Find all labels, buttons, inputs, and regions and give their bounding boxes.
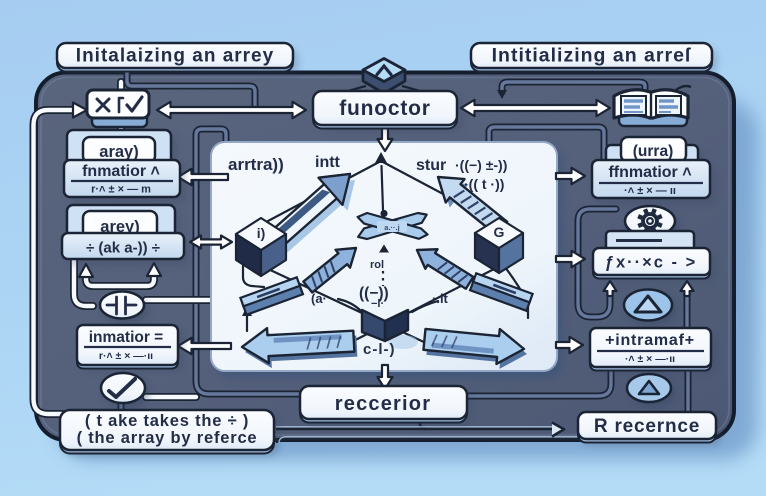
svg-text:(urra): (urra) <box>633 143 673 160</box>
svg-text:·((−) ±-)): ·((−) ±-)) <box>455 157 507 173</box>
svg-text:+intramaf+: +intramaf+ <box>605 332 695 349</box>
svg-text:(a·: (a· <box>311 291 327 306</box>
svg-text:R recernce: R recernce <box>594 416 700 437</box>
svg-text:rol: rol <box>370 259 384 271</box>
svg-text:aray): aray) <box>99 143 138 161</box>
svg-text:Initalaizing an arrey: Initalaizing an arrey <box>76 46 274 67</box>
svg-text:stur: stur <box>416 157 446 174</box>
svg-text:fnmatior ˄: fnmatior ˄ <box>82 163 160 180</box>
svg-text:( t ake takes the ÷ ): ( t ake takes the ÷ ) <box>85 412 249 430</box>
svg-text:G: G <box>494 224 505 240</box>
svg-text:ffnmatior ˄: ffnmatior ˄ <box>608 164 691 181</box>
svg-text:·.it: ·.it <box>432 291 449 306</box>
svg-text:a.··.j: a.··.j <box>384 223 399 232</box>
svg-text:·(( t ·)): ·(( t ·)) <box>464 176 504 192</box>
svg-text:r·˄ ± × — m: r·˄ ± × — m <box>91 184 151 196</box>
svg-text:funoctor: funoctor <box>339 97 431 120</box>
svg-text:reccerior: reccerior <box>335 393 431 415</box>
svg-text:intt: intt <box>315 154 341 171</box>
svg-text:·˄ ± × —·ıı: ·˄ ± × —·ıı <box>625 353 675 365</box>
svg-text:( the array by referce: ( the array by referce <box>77 429 258 447</box>
svg-text:r·˄ ± × —·ıı: r·˄ ± × —·ıı <box>99 350 153 362</box>
svg-text:c-l-): c-l-) <box>363 341 396 358</box>
svg-text:Intitializing an arreſ: Intitializing an arreſ <box>492 45 692 67</box>
svg-text:−l·: −l· <box>371 298 384 310</box>
svg-text:arey): arey) <box>100 218 139 236</box>
svg-text:÷ (ak a-)) ÷: ÷ (ak a-)) ÷ <box>86 240 160 257</box>
svg-text:ƒx··×c - ˃: ƒx··×c - ˃ <box>605 254 697 272</box>
svg-text:((−)): ((−)) <box>359 285 389 302</box>
svg-text:i): i) <box>257 225 266 241</box>
svg-text:inmatior =: inmatior = <box>89 329 164 346</box>
svg-text:arrtra)): arrtra)) <box>228 155 284 174</box>
svg-text:·˄ ± × — ıı: ·˄ ± × — ıı <box>624 185 676 197</box>
